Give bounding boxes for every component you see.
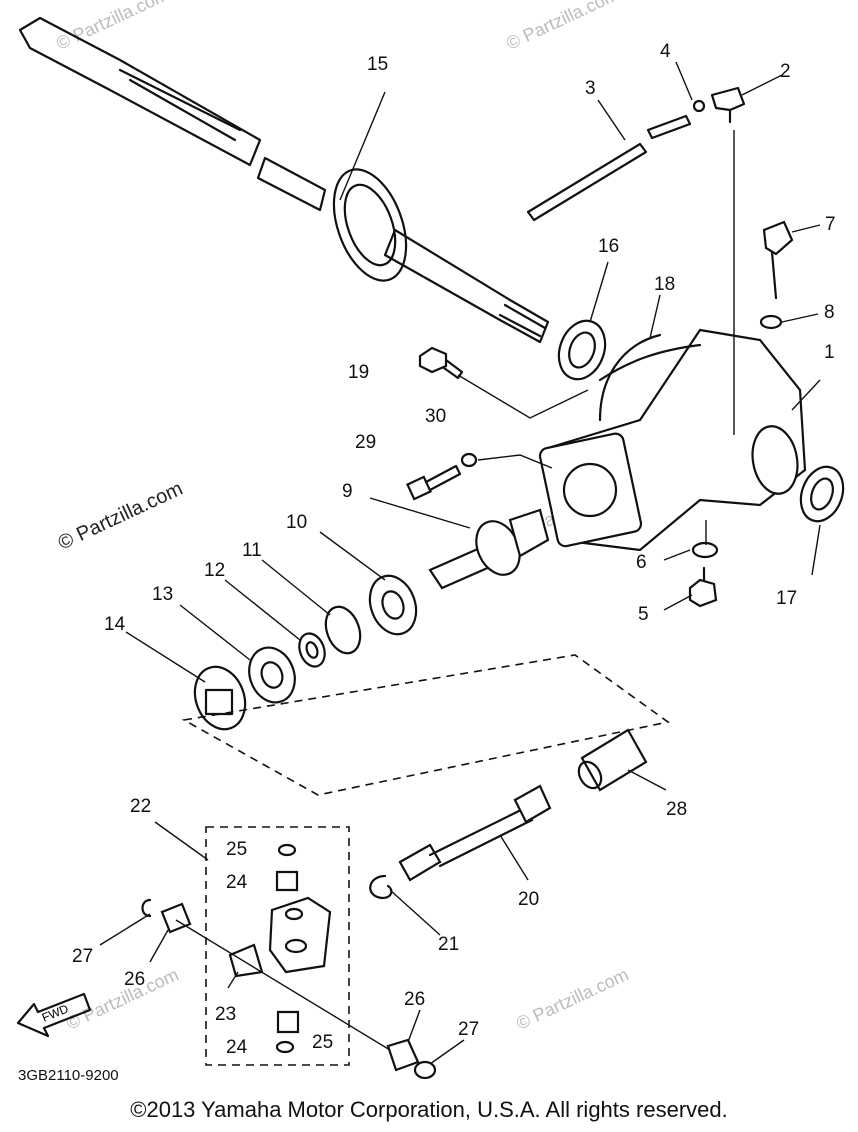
callout-16: 16 — [598, 236, 619, 257]
callout-22: 22 — [130, 796, 151, 817]
callout-20: 20 — [518, 889, 539, 910]
callout-4: 4 — [660, 41, 671, 62]
callout-23: 23 — [215, 1004, 236, 1025]
callout-2: 2 — [780, 61, 791, 82]
callout-14: 14 — [104, 614, 126, 635]
callout-15: 15 — [367, 54, 388, 75]
part-15-rear-axle-shaft[interactable] — [18, 16, 550, 344]
callout-27-right: 27 — [458, 1019, 479, 1040]
callout-9: 9 — [342, 481, 353, 502]
watermark-bottom-right: © Partzilla.com — [513, 964, 631, 1033]
part-27-circlip-right[interactable] — [413, 1060, 437, 1080]
part-7-breather-bolt[interactable] — [762, 220, 794, 300]
part-8-o-ring[interactable] — [759, 314, 783, 330]
callout-29: 29 — [355, 432, 376, 453]
part-4-clip[interactable] — [692, 99, 706, 113]
part-9-drive-pinion-gear[interactable] — [428, 508, 550, 590]
callout-17: 17 — [776, 588, 797, 609]
part-27-circlip-left[interactable] — [141, 898, 152, 918]
part-24-bearing-bottom[interactable] — [276, 1010, 300, 1034]
part-23-spider[interactable] — [228, 943, 264, 978]
watermark-main: © Partzilla.com — [55, 478, 186, 555]
part-25-circlip-top[interactable] — [277, 843, 297, 857]
part-29-bolt[interactable] — [406, 464, 462, 501]
callout-26-left: 26 — [124, 969, 145, 990]
part-18-gasket[interactable] — [598, 333, 662, 422]
part-1-final-gear-case[interactable] — [538, 328, 807, 552]
callout-11: 11 — [242, 540, 262, 561]
leader-lines — [99, 61, 821, 1065]
callout-5: 5 — [638, 604, 649, 625]
part-26-bearing-left[interactable] — [160, 902, 192, 934]
watermark-top-right: © Partzilla.com — [503, 0, 621, 54]
part-11-o-ring[interactable] — [320, 602, 366, 658]
watermark-bottom-left: © Partzilla.com — [63, 964, 181, 1033]
part-3-breather-hose[interactable] — [526, 114, 692, 222]
callout-24-top: 24 — [226, 872, 248, 893]
part-13-bearing[interactable] — [242, 641, 302, 709]
callout-10: 10 — [286, 512, 307, 533]
callout-27-left: 27 — [72, 946, 93, 967]
part-22-universal-joint-box — [205, 826, 350, 1066]
part-yoke[interactable] — [268, 896, 332, 974]
callout-30: 30 — [425, 406, 446, 427]
callout-7: 7 — [825, 214, 836, 235]
part-28-coupling[interactable] — [574, 728, 648, 792]
callout-28: 28 — [666, 799, 687, 820]
callout-25-bottom: 25 — [312, 1032, 333, 1053]
part-2-breather-joint[interactable] — [710, 86, 746, 124]
copyright-notice: ©2013 Yamaha Motor Corporation, U.S.A. A… — [130, 1097, 728, 1122]
part-6-gasket[interactable] — [691, 541, 719, 559]
shaft-line — [175, 919, 391, 1051]
part-30-washer[interactable] — [460, 452, 478, 468]
callout-18: 18 — [654, 274, 675, 295]
callout-labels: 1 2 3 4 5 6 7 8 9 10 11 12 13 14 15 16 1… — [72, 41, 836, 1058]
part-24-bearing-top[interactable] — [275, 870, 299, 892]
part-21-circlip[interactable] — [369, 874, 393, 900]
part-10-bearing[interactable] — [362, 569, 424, 640]
part-20-drive-shaft[interactable] — [398, 784, 552, 882]
part-16-oil-seal[interactable] — [551, 314, 613, 385]
diagram-code: 3GB2110-9200 — [18, 1067, 119, 1084]
part-25-circlip-bottom[interactable] — [275, 1040, 295, 1054]
part-12-bearing[interactable] — [295, 630, 329, 670]
callout-25-top: 25 — [226, 839, 247, 860]
callout-13: 13 — [152, 584, 173, 605]
part-19-bolt[interactable] — [418, 346, 464, 380]
callout-12: 12 — [204, 560, 225, 581]
callout-1: 1 — [824, 342, 835, 363]
part-17-oil-seal[interactable] — [794, 461, 851, 527]
callout-21: 21 — [438, 934, 459, 955]
part-26-bearing-right[interactable] — [386, 1038, 420, 1072]
callout-3: 3 — [585, 78, 596, 99]
callout-19: 19 — [348, 362, 369, 383]
callout-24-bottom: 24 — [226, 1037, 248, 1058]
watermark-top-left: © Partzilla.com — [53, 0, 171, 54]
alignment-line — [181, 654, 670, 796]
callout-6: 6 — [636, 552, 647, 573]
part-14-bearing-retainer[interactable] — [187, 660, 254, 737]
part-5-drain-plug[interactable] — [688, 566, 718, 608]
callout-8: 8 — [824, 302, 835, 323]
callout-26-right: 26 — [404, 989, 425, 1010]
